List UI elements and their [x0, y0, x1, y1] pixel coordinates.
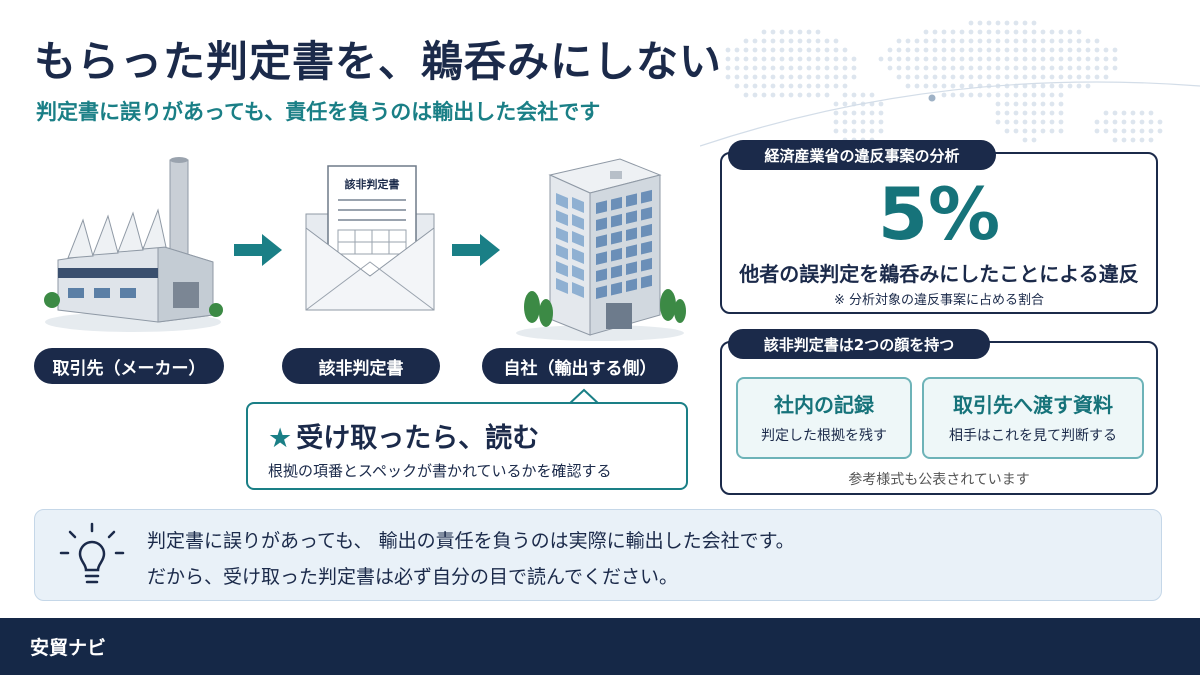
- analysis-panel: 5% 他者の誤判定を鵜呑みにしたことによる違反 ※ 分析対象の違反事案に占める割…: [720, 152, 1158, 314]
- read-callout: ★受け取ったら、読む 根拠の項番とスペックが書かれているかを確認する: [246, 402, 688, 490]
- face-card-internal-record: 社内の記録 判定した根拠を残す: [736, 377, 912, 459]
- info-line-2: だから、受け取った判定書は必ず自分の目で読んでください。: [147, 566, 679, 588]
- page-subtitle: 判定書に誤りがあっても、責任を負うのは輸出した会社です: [36, 100, 601, 124]
- two-faces-tag: 該非判定書は2つの顔を持つ: [728, 329, 990, 359]
- step-pill-own-company: 自社（輸出する側）: [482, 348, 678, 384]
- face-title: 取引先へ渡す資料: [953, 393, 1113, 417]
- step-pill-document: 該非判定書: [282, 348, 440, 384]
- analysis-tag: 経済産業省の違反事案の分析: [728, 140, 996, 170]
- reference-note: 参考様式も公表されています: [848, 472, 1030, 488]
- arrow-right-icon: [452, 234, 500, 266]
- arrow-right-icon: [234, 234, 282, 266]
- face-card-client-material: 取引先へ渡す資料 相手はこれを見て判断する: [922, 377, 1144, 459]
- office-building-icon: [516, 158, 686, 341]
- callout-title: ★受け取ったら、読む: [268, 423, 540, 454]
- face-title: 社内の記録: [774, 393, 874, 417]
- factory-icon: [44, 157, 223, 332]
- star-icon: ★: [268, 423, 293, 454]
- envelope-document-icon: 該非判定書: [305, 165, 435, 311]
- step-pill-supplier: 取引先（メーカー）: [34, 348, 224, 384]
- page-title: もらった判定書を、鵜呑みにしない: [34, 37, 723, 86]
- world-map-decoration: [700, 20, 1200, 147]
- lightbulb-icon: [59, 522, 125, 584]
- callout-body: 根拠の項番とスペックが書かれているかを確認する: [268, 462, 612, 480]
- info-line-1: 判定書に誤りがあっても、 輸出の責任を負うのは実際に輸出した会社です。: [147, 530, 795, 552]
- violation-description: 他者の誤判定を鵜呑みにしたことによる違反: [739, 262, 1139, 286]
- violation-note: ※ 分析対象の違反事案に占める割合: [833, 293, 1045, 308]
- brand-name: 安貿ナビ: [30, 637, 107, 659]
- face-desc: 相手はこれを見て判断する: [949, 428, 1117, 444]
- info-box: 判定書に誤りがあっても、 輸出の責任を負うのは実際に輸出した会社です。 だから、…: [34, 509, 1162, 601]
- face-desc: 判定した根拠を残す: [761, 428, 887, 444]
- violation-percentage: 5%: [877, 172, 1001, 256]
- two-faces-panel: 社内の記録 判定した根拠を残す 取引先へ渡す資料 相手はこれを見て判断する 参考…: [720, 341, 1158, 495]
- document-label: 該非判定書: [345, 177, 400, 191]
- footer-bar: 安貿ナビ: [0, 618, 1200, 675]
